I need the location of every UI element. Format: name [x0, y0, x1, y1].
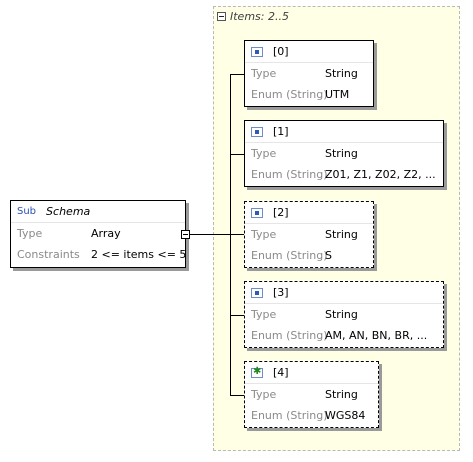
item-node-header: ✱ [4] — [245, 362, 378, 384]
item-enum-row: Enum (String) WGS84 — [245, 405, 378, 426]
row-value: WGS84 — [325, 409, 366, 422]
row-value: String — [325, 147, 358, 160]
connector-item-3 — [230, 315, 244, 316]
item-type-row: Type String — [245, 304, 443, 325]
row-label: Enum (String) — [251, 249, 328, 262]
schema-collapse-icon[interactable] — [181, 230, 190, 239]
connector-schema-horizontal — [185, 234, 231, 235]
group-collapse-icon[interactable] — [217, 11, 226, 21]
item-node-1[interactable]: [1] Type String Enum (String) Z01, Z1, Z… — [244, 120, 444, 187]
item-enum-row: Enum (String) UTM — [245, 84, 373, 105]
row-value: S — [325, 249, 332, 262]
item-type-row: Type String — [245, 63, 373, 84]
row-label: Enum (String) — [251, 168, 328, 181]
item-node-0[interactable]: [0] Type String Enum (String) UTM — [244, 40, 374, 107]
row-label: Type — [251, 67, 277, 80]
schema-type-row: Type Array — [11, 223, 185, 244]
connector-item-2 — [230, 234, 244, 235]
schema-node[interactable]: Sub Schema Type Array Constraints 2 <= i… — [10, 200, 186, 268]
schema-node-header: Sub Schema — [11, 201, 185, 223]
item-node-4[interactable]: ✱ [4] Type String Enum (String) WGS84 — [244, 361, 379, 428]
connector-item-0 — [230, 74, 244, 75]
schema-name: Schema — [46, 205, 91, 218]
star-item-icon: ✱ — [251, 365, 263, 378]
row-value: String — [325, 228, 358, 241]
item-element-icon — [251, 126, 263, 137]
item-node-header: [1] — [245, 121, 443, 143]
item-node-3[interactable]: [3] Type String Enum (String) AM, AN, BN… — [244, 281, 444, 348]
row-value: UTM — [325, 88, 350, 101]
row-label: Type — [251, 388, 277, 401]
row-label: Type — [251, 308, 277, 321]
connector-vertical-trunk — [230, 74, 231, 396]
item-index: [2] — [273, 206, 289, 219]
item-element-icon — [251, 287, 263, 298]
row-value: Array — [91, 227, 121, 240]
item-enum-row: Enum (String) Z01, Z1, Z02, Z2, ... — [245, 164, 443, 185]
row-label: Type — [17, 227, 43, 240]
row-label: Type — [251, 228, 277, 241]
item-type-row: Type String — [245, 384, 378, 405]
row-label: Enum (String) — [251, 409, 328, 422]
item-element-icon — [251, 46, 263, 57]
connector-item-1 — [230, 154, 244, 155]
row-value: 2 <= items <= 5 — [91, 248, 187, 261]
item-element-icon — [251, 207, 263, 218]
connector-item-4 — [230, 395, 244, 396]
item-node-header: [2] — [245, 202, 373, 224]
item-type-row: Type String — [245, 143, 443, 164]
row-value: String — [325, 308, 358, 321]
item-index: [1] — [273, 125, 289, 138]
items-group-title: Items: 2..5 — [230, 9, 289, 23]
row-label: Type — [251, 147, 277, 160]
row-label: Enum (String) — [251, 329, 328, 342]
row-value: String — [325, 388, 358, 401]
item-enum-row: Enum (String) S — [245, 245, 373, 266]
row-value: String — [325, 67, 358, 80]
row-value: AM, AN, BN, BR, ... — [325, 329, 428, 342]
row-label: Constraints — [17, 248, 80, 261]
sub-tag: Sub — [17, 206, 37, 217]
row-value: Z01, Z1, Z02, Z2, ... — [325, 168, 436, 181]
item-index: [0] — [273, 45, 289, 58]
items-group-header[interactable]: Items: 2..5 — [217, 9, 289, 23]
item-node-2[interactable]: [2] Type String Enum (String) S — [244, 201, 374, 268]
item-type-row: Type String — [245, 224, 373, 245]
item-enum-row: Enum (String) AM, AN, BN, BR, ... — [245, 325, 443, 346]
row-label: Enum (String) — [251, 88, 328, 101]
schema-constraints-row: Constraints 2 <= items <= 5 — [11, 244, 187, 265]
item-index: [3] — [273, 286, 289, 299]
item-node-header: [0] — [245, 41, 373, 63]
item-node-header: [3] — [245, 282, 443, 304]
item-index: [4] — [273, 366, 289, 379]
